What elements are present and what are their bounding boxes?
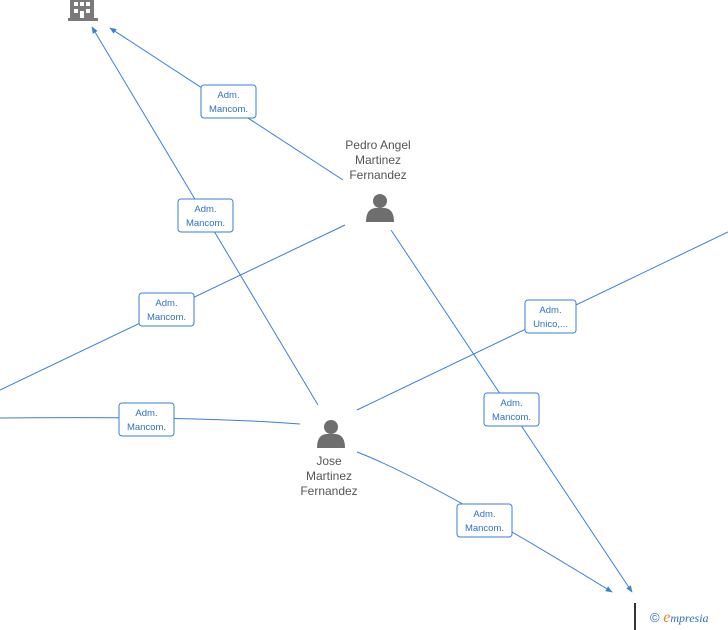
edge-label-line: Mancom. (186, 218, 225, 229)
node-label-line: Martinez (355, 153, 401, 167)
company-node[interactable] (68, 0, 98, 21)
node-label-line: Jose (316, 454, 342, 468)
edge-label-line: Mancom. (465, 523, 504, 534)
edge-label-jose-right[interactable]: Adm. Unico,... (524, 299, 577, 334)
edge-label-jose-company[interactable]: Adm. Mancom. (177, 198, 234, 233)
node-label-line: Martinez (306, 469, 352, 483)
building-icon (68, 0, 98, 21)
brand-logo-letter: e (663, 609, 671, 626)
edge-label-pedro-bottom[interactable]: Adm. Mancom. (483, 392, 540, 427)
person-node-jose[interactable]: Jose Martinez Fernandez (300, 420, 358, 498)
node-label-line: Fernandez (349, 168, 406, 182)
edge-label-line: Mancom. (147, 312, 186, 323)
edge-jose-bottom (356, 451, 613, 593)
node-label-line: Pedro Angel (345, 138, 410, 152)
copyright-icon: © (650, 610, 660, 625)
edge-label-jose-bottom[interactable]: Adm. Mancom. (456, 503, 513, 538)
edge-label-pedro-company[interactable]: Adm. Mancom. (200, 84, 257, 119)
edge-label-line: Mancom. (492, 412, 531, 423)
edge-label-jose-left[interactable]: Adm. Mancom. (118, 402, 175, 437)
edge-label-line: Adm. (473, 509, 495, 520)
node-label-line: Fernandez (300, 484, 357, 498)
brand-footer[interactable]: © empresia (650, 609, 709, 627)
footer-divider (634, 603, 636, 630)
edge-label-pedro-left[interactable]: Adm. Mancom. (138, 292, 195, 327)
edge-label-line: Mancom. (127, 422, 166, 433)
edge-label-line: Unico,... (533, 319, 568, 330)
edge-label-line: Adm. (155, 298, 177, 309)
person-node-pedro[interactable]: Pedro Angel Martinez Fernandez (345, 138, 411, 222)
edge-label-line: Adm. (539, 305, 561, 316)
person-icon (317, 420, 345, 448)
edge-jose-left (0, 417, 301, 425)
edge-label-line: Adm. (217, 90, 239, 101)
edge-label-line: Adm. (194, 204, 216, 215)
person-icon (366, 194, 394, 222)
brand-logo-text: mpresia (670, 611, 709, 625)
edge-label-line: Adm. (500, 398, 522, 409)
edge-label-line: Mancom. (209, 104, 248, 115)
edge-label-line: Adm. (135, 408, 157, 419)
